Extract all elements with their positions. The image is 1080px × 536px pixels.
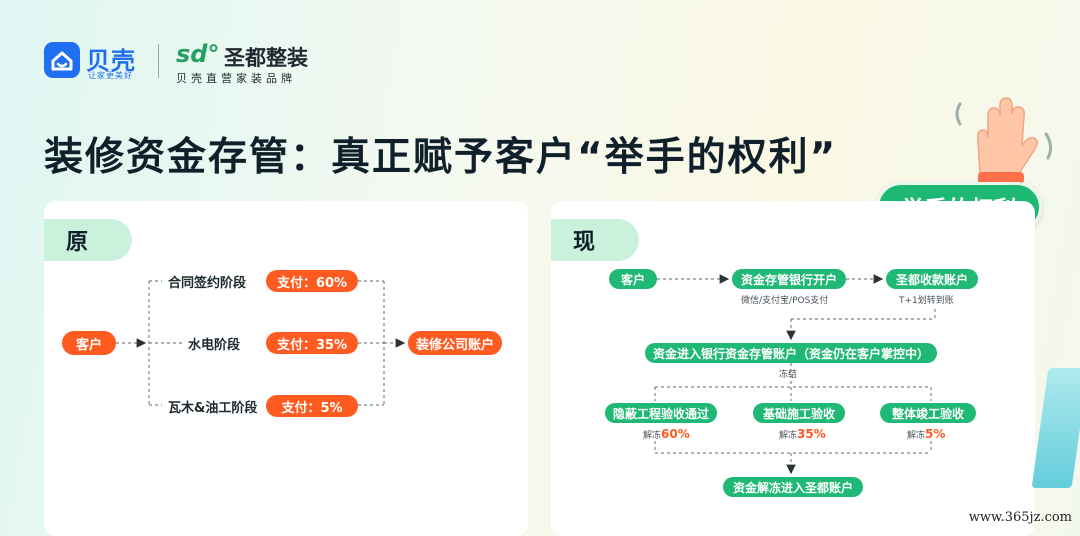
- stage-pay: 支付：60%: [266, 270, 358, 292]
- sd-name: 圣都整装: [224, 46, 308, 70]
- stage-pay: 支付：35%: [266, 332, 358, 354]
- stage-label: 水电阶段: [188, 338, 241, 353]
- milestone-node: 隐蔽工程验收通过: [605, 403, 717, 423]
- sd-account-note: T+1划转到账: [899, 296, 954, 306]
- logo-divider: [158, 44, 159, 78]
- house-icon: [44, 42, 80, 78]
- panel-original: 原 客户 合同签约阶段 支付：60% 水电阶段 支付：35% 瓦木&油工阶段 支…: [44, 201, 528, 536]
- panel-tag-current: 现: [551, 219, 639, 261]
- milestone-note: 解冻5%: [907, 427, 946, 441]
- release-node: 资金解冻进入圣都账户: [723, 477, 863, 497]
- decorative-bar: [1031, 368, 1080, 488]
- beike-logo: 贝壳 让家更美好: [44, 40, 144, 84]
- milestone-note: 解冻60%: [643, 427, 690, 441]
- deposit-node: 资金进入银行资金存管账户（资金仍在客户掌控中）: [645, 343, 937, 363]
- beike-slogan: 让家更美好: [88, 71, 133, 80]
- sd-tagline: 贝壳直营家装品牌: [176, 72, 296, 85]
- stage-label: 合同签约阶段: [168, 276, 247, 291]
- bank-open-node: 资金存管银行开户: [732, 269, 846, 289]
- waving-hand-icon: [950, 94, 1060, 184]
- milestone-node: 基础施工验收: [753, 403, 845, 423]
- sd-mark: sd°: [176, 40, 220, 68]
- company-account-node: 装修公司账户: [408, 331, 502, 355]
- shengdu-logo: sd° 圣都整装 贝壳直营家装品牌: [176, 40, 346, 85]
- page-title: 装修资金存管：真正赋予客户“举手的权利”: [44, 135, 838, 180]
- client-node: 客户: [62, 331, 116, 355]
- milestone-node: 整体竣工验收: [880, 403, 976, 423]
- client-node: 客户: [609, 269, 657, 289]
- current-flow-lines: [654, 274, 936, 475]
- beike-name: 贝壳: [86, 47, 136, 75]
- stage-pay: 支付：5%: [266, 395, 358, 417]
- watermark: www.365jz.com: [968, 510, 1072, 525]
- stage-label: 瓦木&油工阶段: [168, 401, 258, 416]
- panel-current: 现 客户 资金存管银行开户 微信/支付宝/POS支付 圣都收款账户 T+1划转到…: [551, 201, 1035, 536]
- freeze-note: 冻结: [779, 370, 798, 380]
- sd-account-node: 圣都收款账户: [886, 269, 978, 289]
- bank-open-note: 微信/支付宝/POS支付: [741, 296, 829, 306]
- panel-tag-original: 原: [44, 219, 132, 261]
- original-flow-lines: [116, 280, 406, 406]
- milestone-note: 解冻35%: [779, 427, 826, 441]
